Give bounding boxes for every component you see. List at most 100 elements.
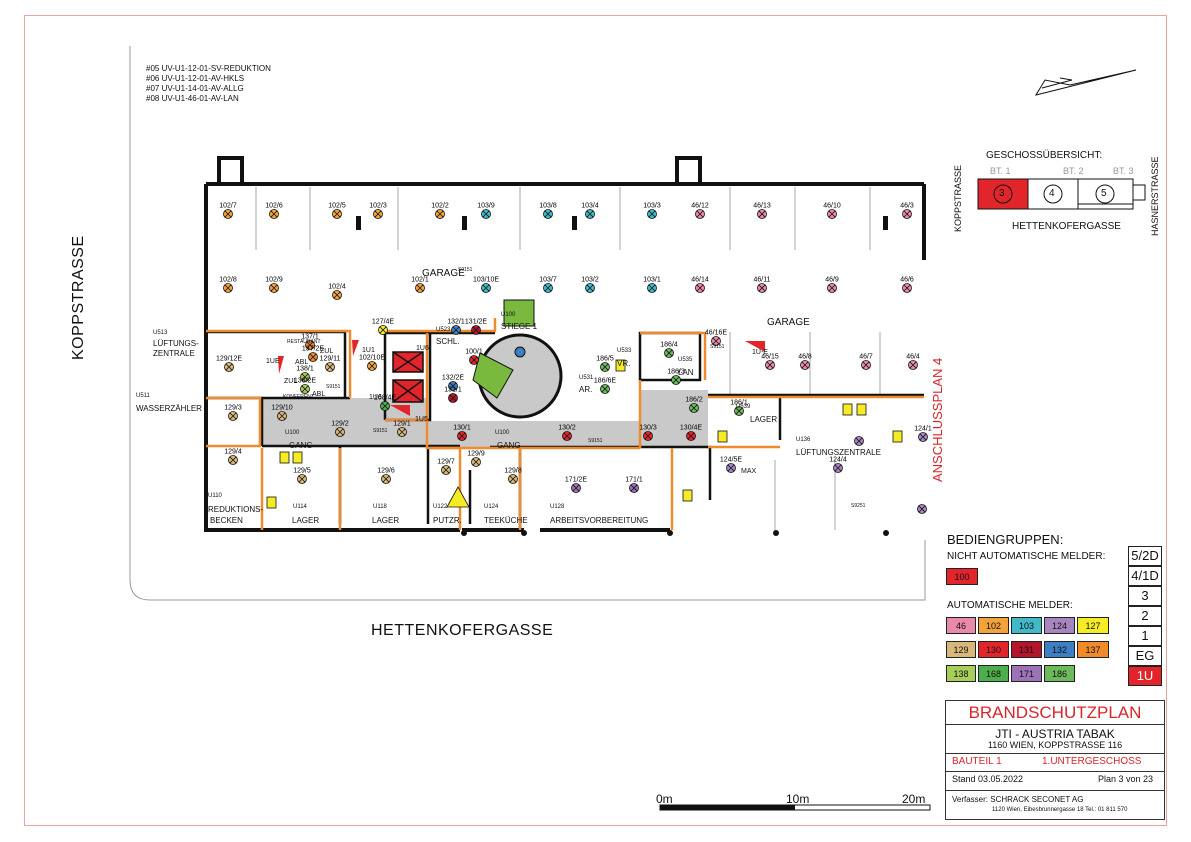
north-arrow [1034,69,1137,96]
plan-date: Stand 03.05.2022 [952,774,1024,784]
detector-cross [470,356,478,364]
detector-cross [601,385,609,393]
detector-cross [572,484,580,492]
detector-label: 129/4 [224,449,242,456]
parking-dividers [255,187,881,530]
fire-detector: 130/3 [639,425,657,441]
fire-detector: 186/6E [594,378,616,394]
detector-cross [229,412,237,420]
detector-label: 103/8 [539,203,557,210]
device-label: ZUL [320,348,334,355]
floor-item: 3 [1128,586,1162,606]
fire-detector: 103/1 [643,277,661,293]
detector-label: 129/1 [393,421,411,428]
device-label: 1UE [266,358,280,365]
device-label: ABL [295,359,309,366]
overview-section-label: BT. 3 [1113,166,1134,176]
room-label: U136 [796,437,811,443]
detector-label: 103/9 [477,203,495,210]
detector-label: 102/9 [265,277,283,284]
floor-item: 4/1D [1128,566,1162,586]
fire-detector: 130/2 [558,425,576,441]
device-label: ZUL [284,378,298,385]
detector-cross [482,284,490,292]
property-lines [129,46,926,601]
room-label: REDUKTIONS- [208,505,264,514]
building-part: BAUTEIL 1 [952,756,1002,767]
overview-right-street: HASNERSTRASSE [1150,156,1160,236]
detector-cross [665,349,673,357]
fire-detector: 102/6 [265,203,283,219]
detector-cross [918,505,926,513]
detector-cross [326,363,334,371]
fire-detector: 46/8 [798,354,812,370]
device-label: 1U5 [415,416,428,423]
fire-compartment-line [206,318,924,530]
group-box: 131 [1011,641,1042,658]
detector-cross [306,341,314,349]
fire-detector: 129/2 [331,421,349,437]
room-label: U531 [579,375,594,381]
detector-cross [452,326,460,334]
detector-label: 129/7 [437,459,455,466]
detector-label: 138/2E [294,378,317,385]
detector-cross [472,326,480,334]
detector-label: 129/12E [216,356,242,363]
fire-detector: 46/13 [753,203,771,219]
detector-cross [458,432,466,440]
auto-groups-title: AUTOMATISCHE MELDER: [947,600,1073,611]
overview-section-num: 3 [999,188,1005,199]
fire-detector: 102/5 [328,203,346,219]
connection-plan-label: ANSCHLUSSPLAN 4 [930,357,945,482]
detector-label: 102/3 [369,203,387,210]
room-label: VR. [617,359,631,368]
detector-label: 124/1 [914,426,932,433]
detector-cross [648,210,656,218]
device-label: S9251 [851,503,866,509]
detector-label: 102/7 [219,203,237,210]
overview-section-num: 4 [1049,188,1055,199]
group-box: 124 [1044,617,1075,634]
detector-cross [482,210,490,218]
detector-cross [368,362,376,370]
overview-section-label: BT. 2 [1063,166,1084,176]
fire-detector: 129/4 [224,449,242,465]
fire-detector: 103/4 [581,203,599,219]
room-label: WASSERZÄHLER [136,404,202,413]
detector-label: 46/16E [705,330,728,337]
room-label: U124 [484,504,499,510]
detector-cross [563,432,571,440]
overview-title: GESCHOSSÜBERSICHT: [986,150,1103,161]
note-line: #06 UV-U1-12-01-AV-HKLS [146,74,245,83]
group-box: 138 [946,665,976,682]
detector-cross [298,475,306,483]
overview-section-num: 5 [1101,188,1107,199]
distribution-notes: #05 UV-U1-12-01-SV-REDUKTION #06 UV-U1-1… [146,64,271,104]
group-box: 103 [1011,617,1042,634]
fire-detector: 102/2 [431,203,449,219]
fire-detector: 46/16E [705,330,728,346]
columns [356,216,888,230]
author-address: 1120 Wien, Eibesbrunnergasse 18 Tel.: 01… [992,807,1128,813]
detector-label: 103/1 [643,277,661,284]
street-label-left: KOPPSTRASSE [70,235,87,360]
detector-label: 131/1 [444,387,462,394]
detector-cross [919,433,927,441]
detector-label: 102/4 [328,284,346,291]
detector-label: 130/2 [558,425,576,432]
detector-cross [828,210,836,218]
room-label: U535 [678,357,693,363]
room-label: STIEGE 1 [501,322,538,331]
detector-label: 130/1 [453,425,471,432]
detector-cross [855,437,863,445]
room-label: AR. [579,385,593,394]
detector-label: 129/6 [377,468,395,475]
detector-label: 46/11 [754,277,771,284]
detector-label: 132/2E [442,375,465,382]
room-label: U100 [501,312,516,318]
detector-cross [309,353,317,361]
device-label: S9151 [326,384,341,390]
plan-title: BRANDSCHUTZPLAN [968,703,1142,722]
detector-cross [333,291,341,299]
